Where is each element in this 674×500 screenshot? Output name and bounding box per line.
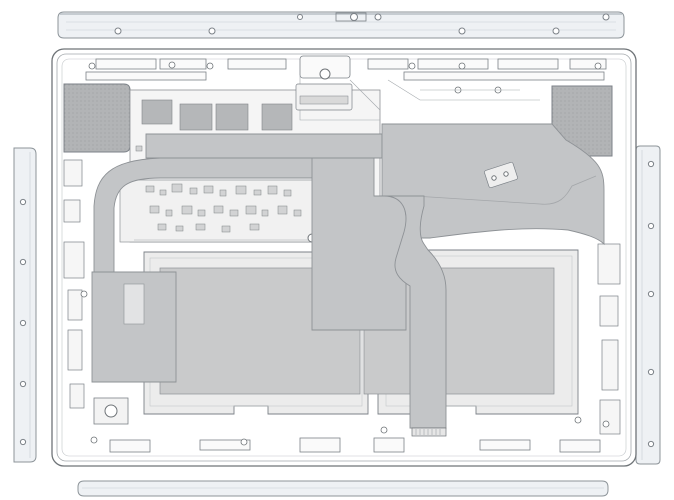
board-component: [195, 223, 206, 231]
speaker-module-left: [63, 83, 131, 153]
board-component: [267, 185, 278, 195]
right-rail-strip: [635, 145, 661, 465]
board-component: [277, 205, 288, 215]
board-component: [219, 189, 227, 197]
board-component: [283, 189, 292, 197]
board-component: [235, 185, 247, 195]
board-component: [135, 145, 143, 152]
board-component: [293, 209, 302, 217]
board-component: [245, 205, 257, 215]
board-component: [171, 183, 183, 193]
board-component: [229, 209, 239, 217]
board-component: [213, 205, 224, 214]
top-rail-strip: [57, 11, 625, 39]
board-component: [253, 189, 262, 196]
board-component: [157, 223, 167, 231]
ribbon-flex-cable: [383, 195, 447, 437]
board-component: [189, 187, 198, 195]
board-component: [221, 225, 231, 233]
bottom-left-component: [93, 397, 129, 425]
board-component: [203, 185, 214, 194]
copper-heat-pipe: [91, 133, 407, 383]
board-component: [181, 205, 193, 215]
vapor-chamber-plate: [381, 123, 605, 246]
board-component: [165, 209, 173, 217]
left-rail-strip: [13, 147, 37, 463]
board-component: [149, 205, 160, 214]
board-component: [159, 189, 167, 196]
board-component: [145, 185, 155, 193]
board-component: [197, 209, 206, 217]
pad-label-sticker: [123, 283, 145, 325]
board-component: [175, 225, 184, 232]
bottom-rail-strip: [77, 480, 609, 497]
board-component: [249, 223, 260, 231]
board-component: [261, 209, 269, 217]
